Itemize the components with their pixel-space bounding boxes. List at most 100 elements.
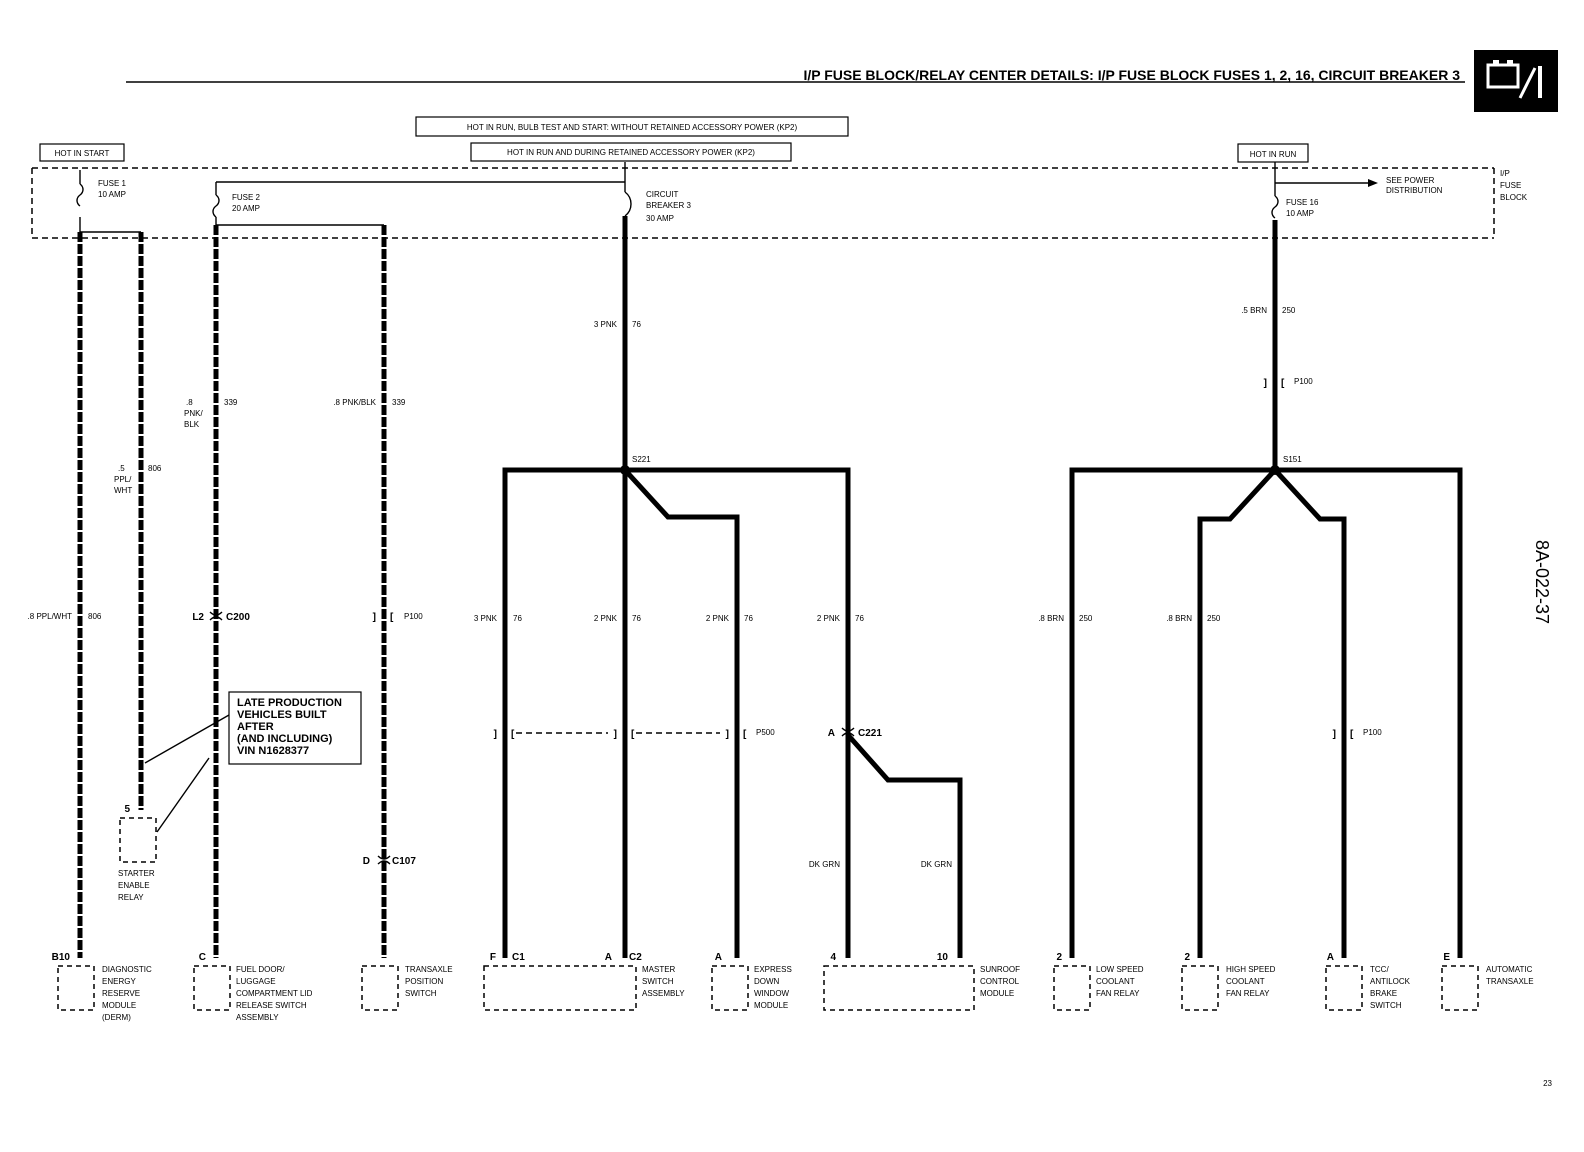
master-2: SWITCH: [642, 977, 674, 986]
c221-pin: A: [828, 728, 835, 739]
page-number: 23: [1543, 1079, 1552, 1088]
express-1: EXPRESS: [754, 965, 792, 974]
w76-a-circuit: 76: [632, 614, 641, 623]
high-pin: 2: [1184, 952, 1190, 963]
express-4: MODULE: [754, 1001, 788, 1010]
hot-in-run-retained-label: HOT IN RUN AND DURING RETAINED ACCESSORY…: [470, 142, 792, 162]
svg-text:AFTER: AFTER: [237, 721, 274, 733]
w806-top-2: PPL/: [114, 475, 132, 484]
wire-76-express: [623, 468, 740, 958]
derm-5: (DERM): [102, 1013, 131, 1022]
see-power-1: SEE POWER: [1386, 176, 1435, 185]
c200-pin: L2: [192, 612, 204, 623]
w76-b-circuit: 76: [744, 614, 753, 623]
w76-b: 2 PNK: [706, 614, 730, 623]
trans-3: SWITCH: [405, 989, 437, 998]
fuse1-icon: [76, 183, 84, 207]
svg-text:HOT IN RUN, BULB TEST AND STAR: HOT IN RUN, BULB TEST AND START: WITHOUT…: [467, 123, 798, 132]
tcc-1: TCC/: [1370, 965, 1389, 974]
master-1: MASTER: [642, 965, 676, 974]
fuel-5: ASSEMBLY: [236, 1013, 279, 1022]
w339a-2: PNK/: [184, 409, 203, 418]
c200-connector-icon: [209, 611, 223, 621]
derm-module: [57, 965, 95, 1011]
svg-text:[: [: [743, 729, 747, 740]
svg-text:[: [: [390, 612, 394, 623]
derm-pin: B10: [52, 952, 71, 963]
derm-4: MODULE: [102, 1001, 136, 1010]
wire-250-outer: [1069, 467, 1463, 958]
low-2: COOLANT: [1096, 977, 1135, 986]
master-pin-f: F: [490, 952, 496, 963]
svg-text:]: ]: [1333, 729, 1336, 740]
p500-label: P500: [756, 728, 775, 737]
page-title: I/P FUSE BLOCK/RELAY CENTER DETAILS: I/P…: [803, 67, 1460, 83]
automatic-transaxle: [1441, 965, 1479, 1011]
hot-in-start-label: HOT IN START: [39, 143, 125, 162]
dk-grn-1: DK GRN: [809, 860, 840, 869]
svg-text:]: ]: [494, 729, 497, 740]
p100-b-label: P100: [1294, 377, 1313, 386]
w339a-1: .8: [186, 398, 193, 407]
w250-a-circuit: 250: [1079, 614, 1093, 623]
w339b-circuit: 339: [392, 398, 406, 407]
circuit-breaker-icon: [624, 191, 632, 217]
low-3: FAN RELAY: [1096, 989, 1140, 998]
wire-dk-grn-return: [846, 733, 963, 958]
wire-250-tcc: [1273, 468, 1347, 958]
wire-76-outer: [502, 467, 851, 958]
transaxle-position-switch: [361, 965, 399, 1011]
c107-pin: D: [363, 856, 370, 867]
starter-1: STARTER: [118, 869, 155, 878]
fuse-block-label-3: BLOCK: [1500, 193, 1528, 202]
master-switch-assembly: [483, 965, 637, 1011]
w806-top-3: WHT: [114, 486, 132, 495]
svg-text:]: ]: [1264, 378, 1267, 389]
auto-1: AUTOMATIC: [1486, 965, 1533, 974]
tcc-pin: A: [1327, 952, 1334, 963]
tcc-brake-switch: [1325, 965, 1363, 1011]
low-speed-fan-relay: [1053, 965, 1091, 1011]
master-c1: C1: [512, 952, 525, 963]
starter-2: ENABLE: [118, 881, 150, 890]
sunroof-pin-4: 4: [830, 952, 836, 963]
trans-1: TRANSAXLE: [405, 965, 453, 974]
c107-connector-icon: [377, 855, 391, 865]
battery-relay-icon: [1474, 50, 1558, 112]
master-pin-a: A: [605, 952, 612, 963]
c221-connector-icon: [841, 727, 855, 737]
cb3-rating: 30 AMP: [646, 214, 674, 223]
svg-text:[: [: [511, 729, 515, 740]
svg-text:]: ]: [726, 729, 729, 740]
fuse16-icon: [1271, 195, 1279, 219]
express-down-window-module: [711, 965, 749, 1011]
high-3: FAN RELAY: [1226, 989, 1270, 998]
wire-250-high-speed: [1197, 468, 1277, 958]
fuse1-name: FUSE 1: [98, 179, 127, 188]
fuse2-rating: 20 AMP: [232, 204, 260, 213]
w76-c: 2 PNK: [817, 614, 841, 623]
fuel-4: RELEASE SWITCH: [236, 1001, 307, 1010]
fuse16-rating: 10 AMP: [1286, 209, 1314, 218]
c221-label: C221: [858, 728, 882, 739]
hot-in-run-bulb-label: HOT IN RUN, BULB TEST AND START: WITHOUT…: [415, 116, 849, 137]
svg-text:HOT IN RUN AND DURING RETAINED: HOT IN RUN AND DURING RETAINED ACCESSORY…: [507, 148, 755, 157]
dk-grn-2: DK GRN: [921, 860, 952, 869]
late-production-note: LATE PRODUCTION VEHICLES BUILT AFTER (AN…: [228, 691, 362, 765]
svg-text:VIN N1628377: VIN N1628377: [237, 745, 309, 757]
w76-f: 3 PNK: [474, 614, 498, 623]
w250-b: .8 BRN: [1166, 614, 1192, 623]
w76-main: 3 PNK: [594, 320, 618, 329]
w250-main: .5 BRN: [1241, 306, 1267, 315]
s151-label: S151: [1283, 455, 1302, 464]
starter-enable-relay: [119, 817, 157, 863]
sunroof-2: CONTROL: [980, 977, 1020, 986]
starter-3: RELAY: [118, 893, 144, 902]
see-power-2: DISTRIBUTION: [1386, 186, 1443, 195]
express-2: DOWN: [754, 977, 780, 986]
p100-c-label: P100: [1363, 728, 1382, 737]
w806-top-1: .5: [118, 464, 125, 473]
w339b: .8 PNK/BLK: [333, 398, 376, 407]
svg-text:[: [: [631, 729, 635, 740]
